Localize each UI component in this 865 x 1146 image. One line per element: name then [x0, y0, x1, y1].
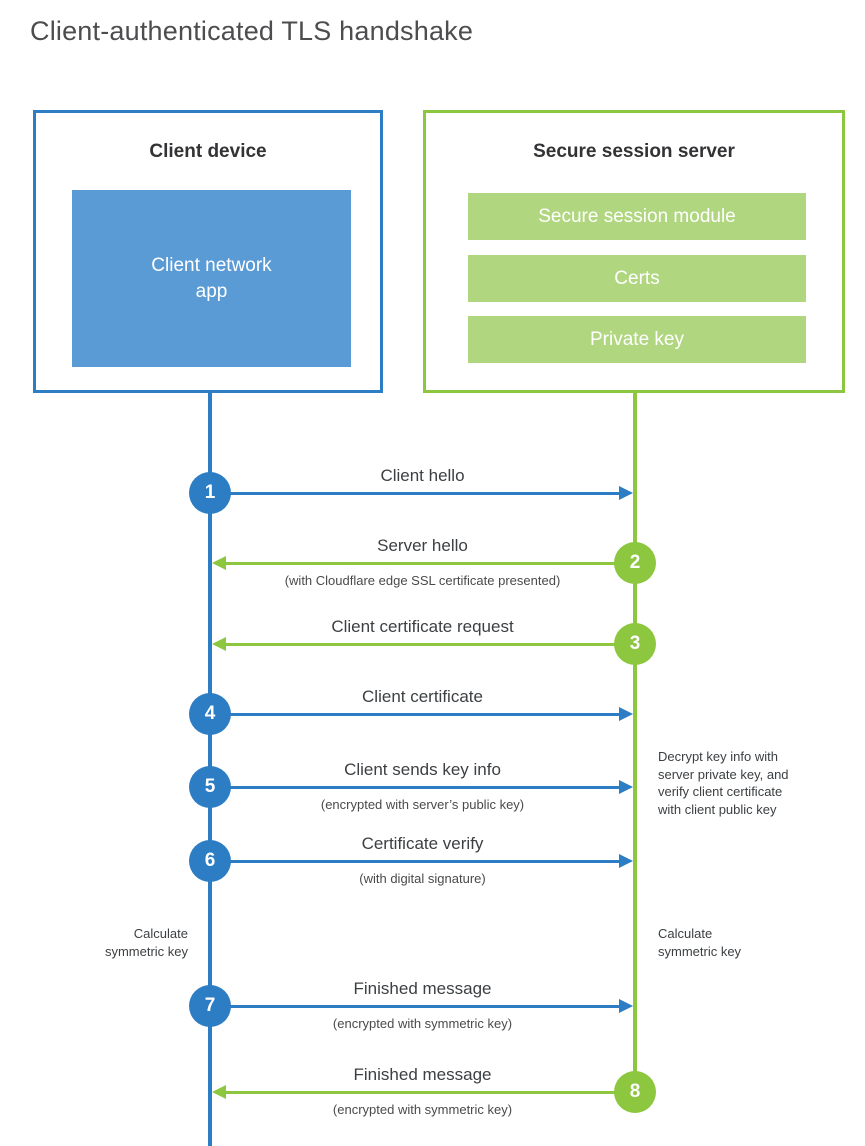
step-1-arrow-head	[619, 486, 633, 500]
secure-session-server-title: Secure session server	[533, 141, 735, 162]
page-title: Client-authenticated TLS handshake	[30, 16, 474, 46]
step-2-label: Server hello	[377, 536, 468, 555]
step-3-arrow	[216, 643, 635, 646]
step-badge-7[interactable]: 7	[189, 985, 231, 1027]
step-1-arrow	[210, 492, 629, 495]
step-badge-1[interactable]: 1	[189, 472, 231, 514]
client-device-title: Client device	[149, 141, 267, 162]
step-5-arrow-head	[619, 780, 633, 794]
step-3-label: Client certificate request	[331, 617, 514, 636]
server-lifeline	[633, 393, 637, 1093]
step-4-label: Client certificate	[362, 687, 483, 706]
step-badge-8[interactable]: 8	[614, 1071, 656, 1113]
step-8-sublabel: (encrypted with symmetric key)	[332, 1102, 513, 1117]
step-3-arrow-head	[212, 637, 226, 651]
step-4-arrow	[210, 713, 629, 716]
step-2-arrow	[216, 562, 635, 565]
server-item-private-key: Private key	[468, 316, 806, 363]
step-7-label: Finished message	[353, 979, 492, 998]
step-8-arrow	[216, 1091, 635, 1094]
step-badge-2[interactable]: 2	[614, 542, 656, 584]
server-item-secure-session-module: Secure session module	[468, 193, 806, 240]
step-8-label: Finished message	[353, 1065, 492, 1084]
secure-session-server-box: Secure session server Secure session mod…	[423, 110, 845, 393]
step-6-sublabel: (with digital signature)	[359, 871, 486, 886]
step-5-arrow	[210, 786, 629, 789]
step-badge-6[interactable]: 6	[189, 840, 231, 882]
server-item-certs: Certs	[468, 255, 806, 302]
step-6-arrow-head	[619, 854, 633, 868]
step-badge-4[interactable]: 4	[189, 693, 231, 735]
step-8-arrow-head	[212, 1085, 226, 1099]
step-2-sublabel: (with Cloudflare edge SSL certificate pr…	[284, 573, 561, 588]
step-6-label: Certificate verify	[361, 834, 484, 853]
step-1-label: Client hello	[380, 466, 465, 485]
step-5-sublabel: (encrypted with server’s public key)	[320, 797, 525, 812]
step-2-arrow-head	[212, 556, 226, 570]
step-7-arrow-head	[619, 999, 633, 1013]
step-badge-5[interactable]: 5	[189, 766, 231, 808]
step-7-sublabel: (encrypted with symmetric key)	[332, 1016, 513, 1031]
step-4-arrow-head	[619, 707, 633, 721]
step-5-label: Client sends key info	[344, 760, 501, 779]
step-badge-3[interactable]: 3	[614, 623, 656, 665]
step-6-arrow	[210, 860, 629, 863]
step-7-arrow	[210, 1005, 629, 1008]
